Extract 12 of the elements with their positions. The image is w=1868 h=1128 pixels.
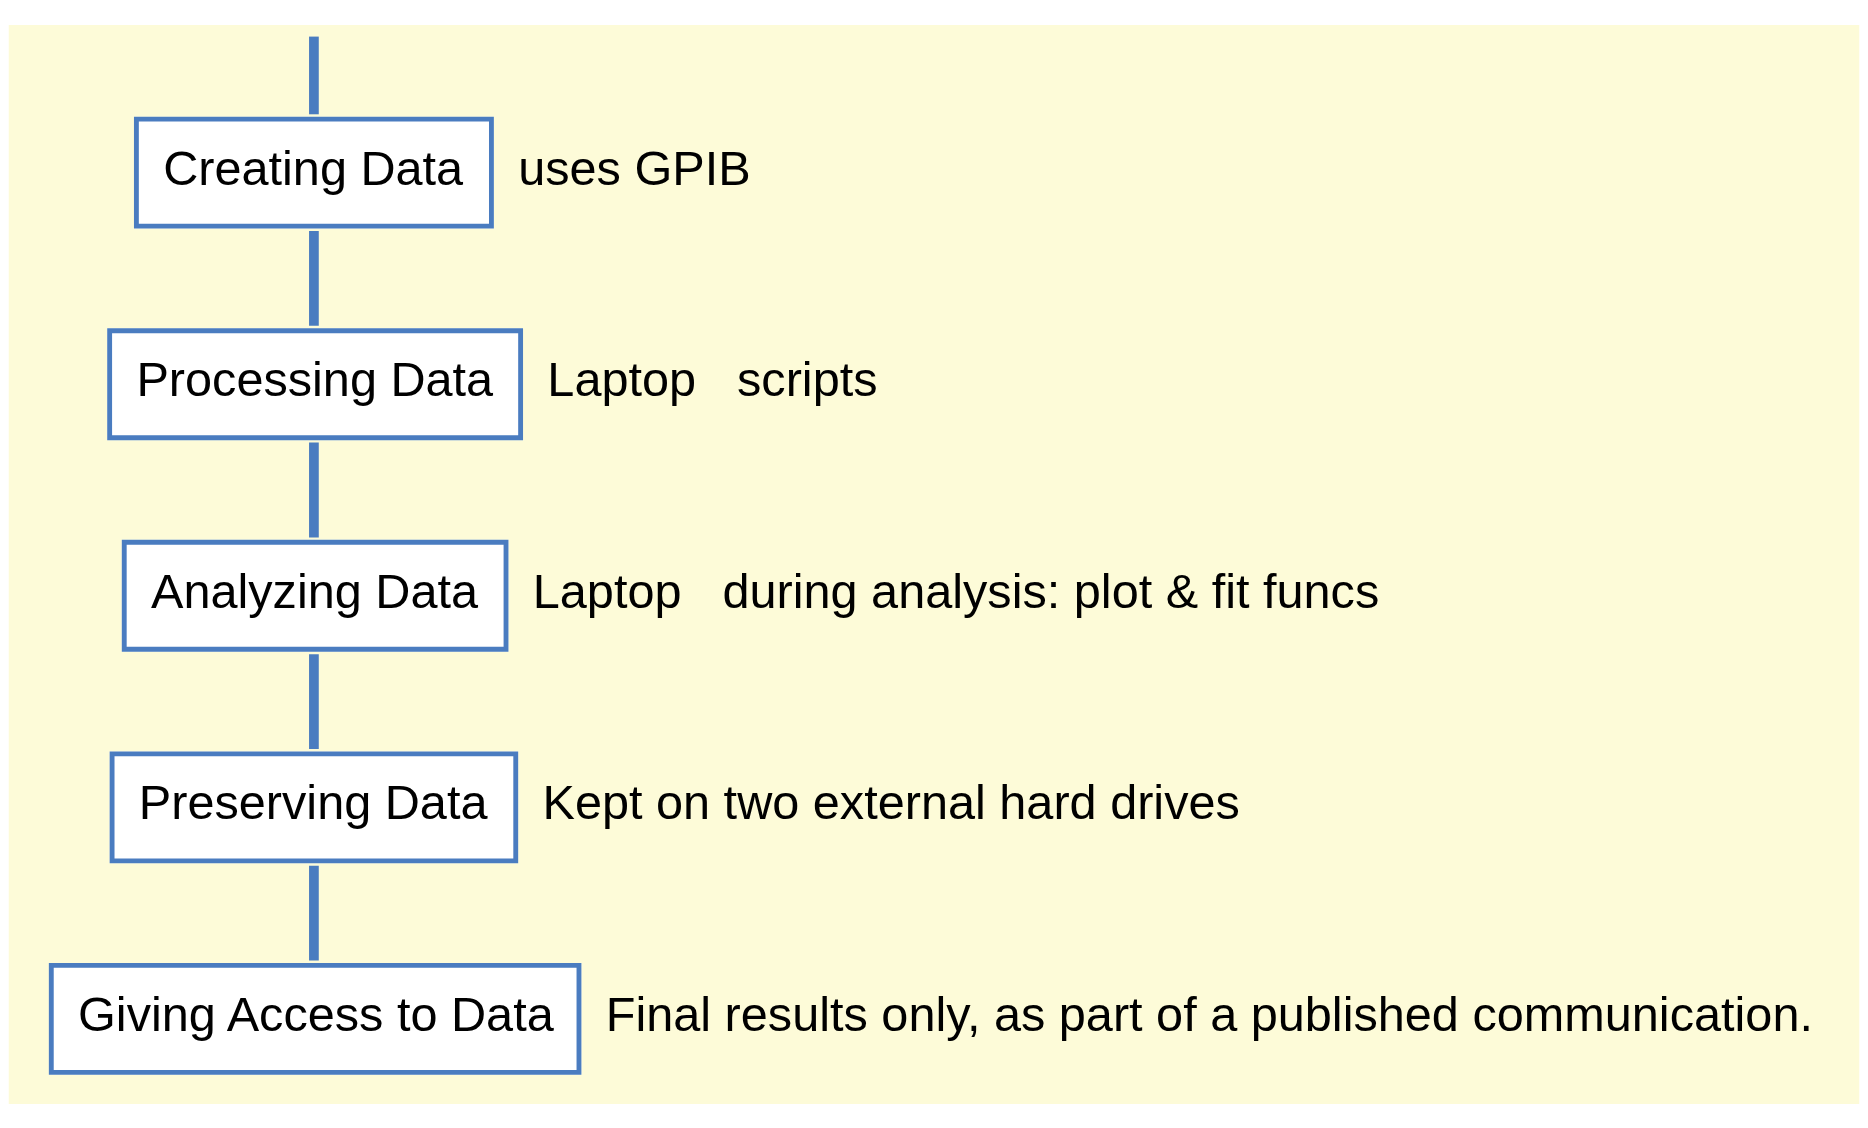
node-label: Laptop: [547, 351, 697, 406]
node-label: Kept on two external hard drives: [542, 774, 1240, 829]
connector: [309, 865, 319, 961]
connector: [309, 653, 319, 749]
node-label: Laptop: [532, 563, 682, 618]
node-label: scripts: [737, 351, 878, 406]
connector: [309, 230, 319, 326]
node-label: Final results only, as part of a published communication.: [605, 986, 1813, 1041]
connector: [309, 442, 319, 537]
node-label: during analysis: plot & fit funcs: [722, 563, 1380, 618]
node-label: uses GPIB: [518, 140, 751, 195]
connector: [309, 36, 319, 114]
